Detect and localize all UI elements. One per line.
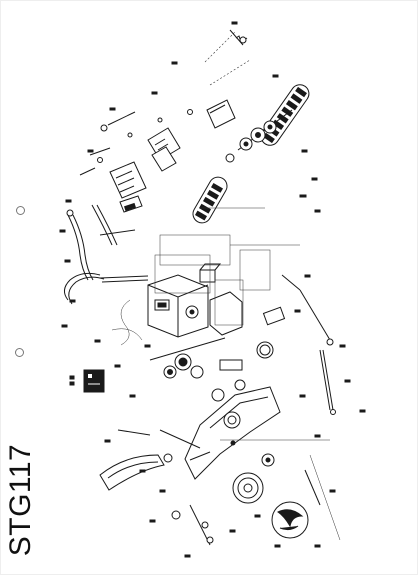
front-tine-cover bbox=[99, 453, 173, 491]
engine-block bbox=[147, 263, 243, 338]
top-spring-rod bbox=[204, 29, 251, 86]
battery-unit bbox=[69, 369, 105, 393]
upper-left-small-parts bbox=[79, 109, 193, 176]
auger-rotor bbox=[271, 469, 321, 539]
handlebar-upper bbox=[66, 204, 136, 281]
center-gear-cluster bbox=[149, 337, 274, 402]
sprocket-shaft-upper bbox=[225, 109, 293, 163]
right-callout-frame bbox=[220, 439, 341, 541]
middle-track-chain bbox=[192, 176, 228, 224]
binder-hole-top bbox=[16, 206, 25, 215]
lower-left-shafts bbox=[117, 429, 214, 546]
top-housing-panels bbox=[109, 99, 236, 213]
model-number-label: STG117 bbox=[4, 443, 37, 557]
handlebar-lower bbox=[64, 272, 149, 305]
chassis-frame bbox=[184, 386, 281, 480]
part-number-labels bbox=[59, 21, 366, 558]
callout-boxes bbox=[154, 207, 300, 326]
cables-left bbox=[111, 299, 143, 346]
drive-pulley bbox=[232, 453, 275, 504]
right-linkage-rods bbox=[262, 274, 336, 415]
binder-hole-bottom bbox=[15, 348, 24, 357]
